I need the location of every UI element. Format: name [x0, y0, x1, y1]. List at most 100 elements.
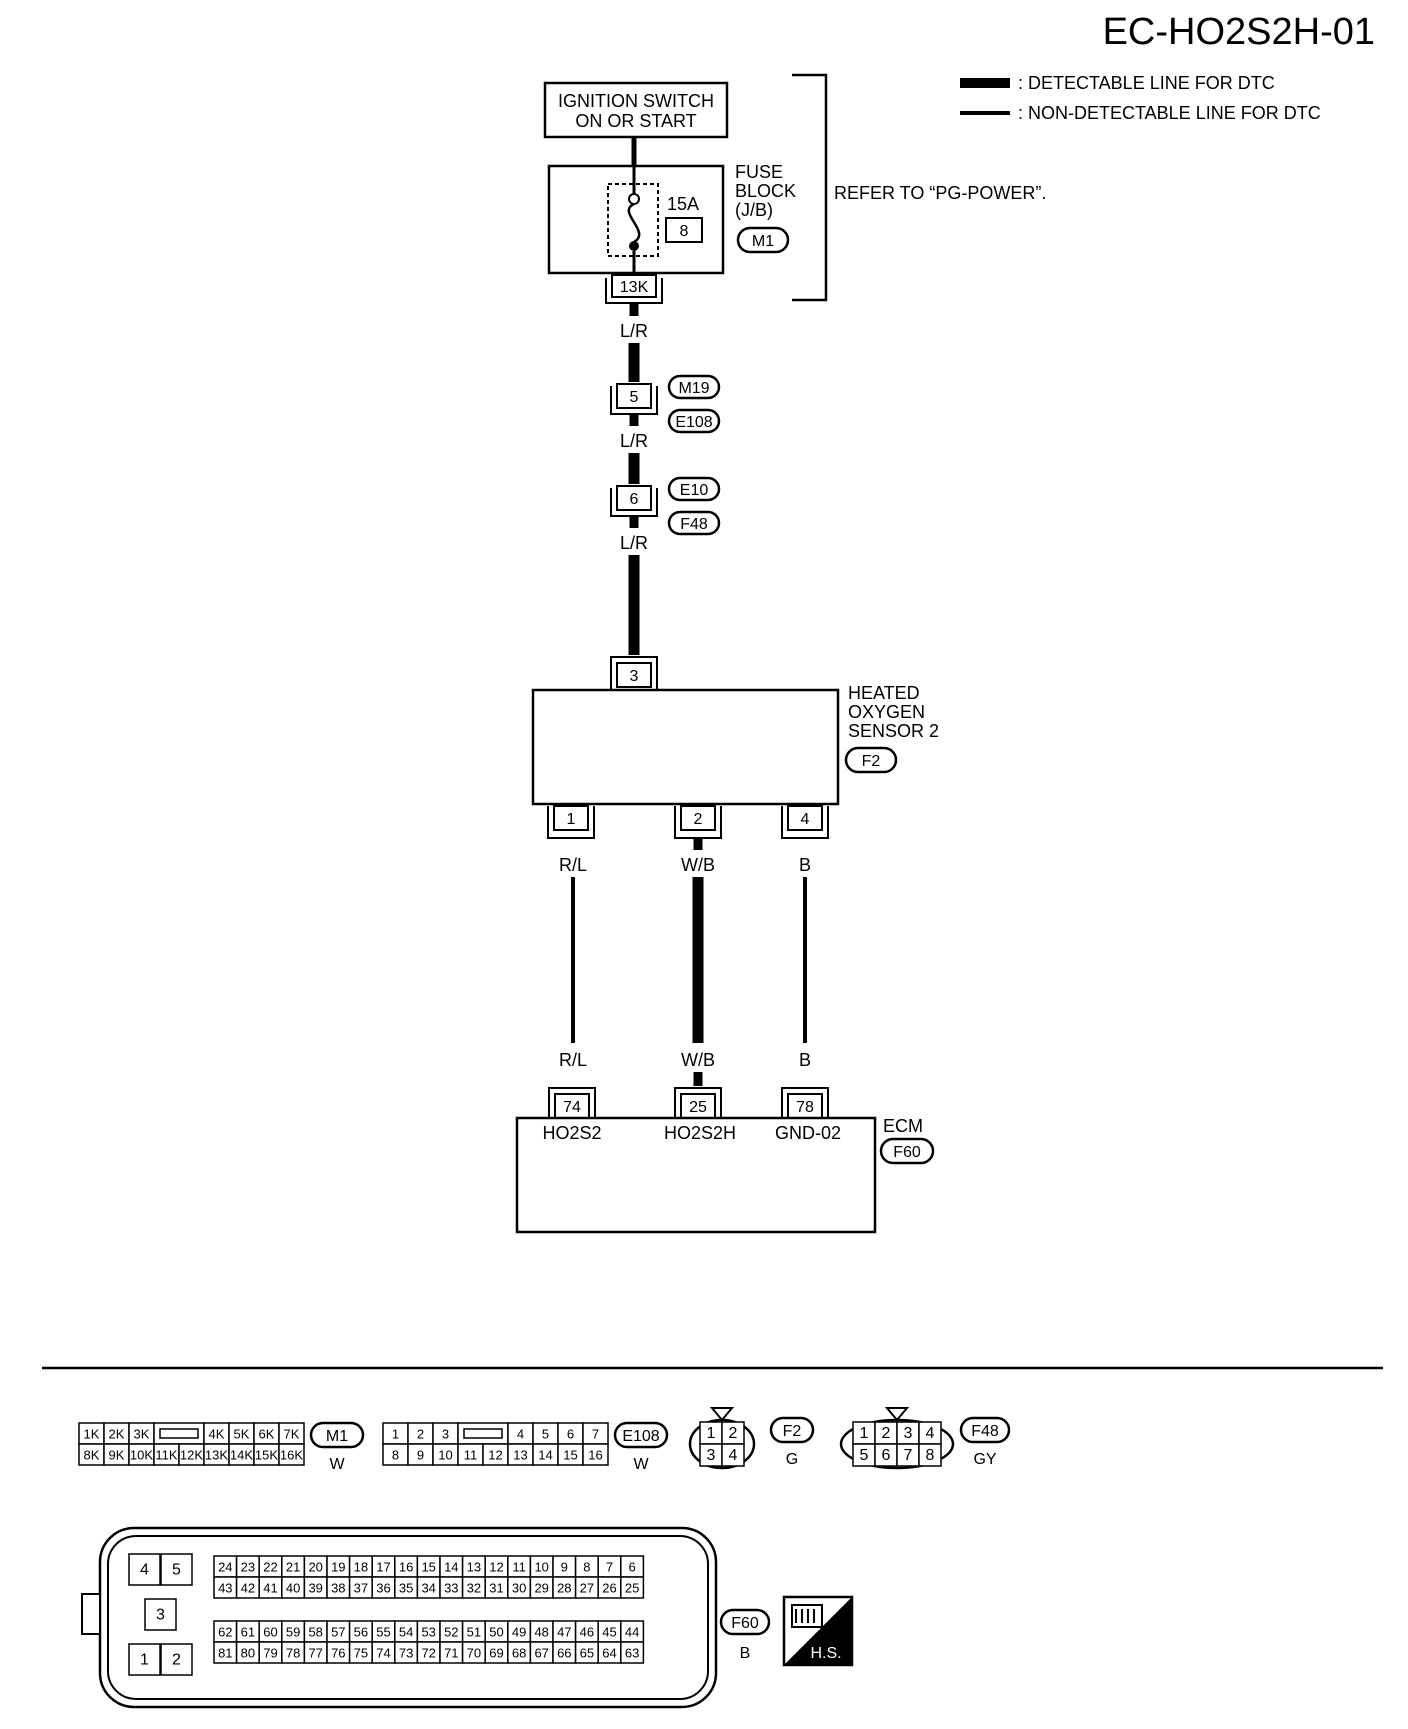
fuse-icon: [627, 202, 641, 244]
f60-pin-37: 37: [354, 1581, 368, 1596]
f60-pin-24: 24: [218, 1560, 232, 1575]
f48-connector-id: F48: [971, 1423, 999, 1440]
ecm-pin-74: 74: [563, 1099, 581, 1116]
e108-pin-7: 7: [592, 1427, 599, 1442]
document-id: EC-HO2S2H-01: [1103, 11, 1375, 53]
f60-pin-73: 73: [399, 1646, 413, 1661]
fuse-block-connector-id: M1: [752, 233, 774, 250]
f60-pin-34: 34: [421, 1581, 435, 1596]
fuse-terminal-13k-box: [611, 274, 657, 298]
joint-connector-1: 5 M19 E108: [610, 374, 721, 434]
m1-pin-8K: 8K: [84, 1448, 100, 1463]
ecm-pin-78-bracket: [781, 1087, 829, 1118]
f48-pin-8-box: [918, 1443, 942, 1467]
e108-pin-16: 16: [588, 1448, 602, 1463]
hs-connector-pins-icon: [795, 1609, 815, 1623]
e108-latch-icon: [463, 1428, 503, 1439]
f60-color: B: [740, 1645, 751, 1662]
f60-pin-7: 7: [606, 1560, 613, 1575]
m1-pin-16K-box: [278, 1443, 305, 1466]
f60-pin-69: 69: [489, 1646, 503, 1661]
f60-pin-30: 30: [512, 1581, 526, 1596]
f60-pin-21: 21: [286, 1560, 300, 1575]
f60-pin-67: 67: [534, 1646, 548, 1661]
f60-pin-74: 74: [376, 1646, 390, 1661]
refer-bracket: [792, 73, 828, 302]
wire-label-wb-top: W/B: [681, 855, 715, 875]
wire-label-b-bottom: B: [799, 1050, 811, 1070]
f60-pin-5: 5: [172, 1562, 181, 1579]
f48-pin-5: 5: [860, 1447, 869, 1464]
wire-label-lr-2: L/R: [620, 431, 648, 451]
f60-pin-79: 79: [263, 1646, 277, 1661]
m1-pin-3K: 3K: [134, 1427, 150, 1442]
f48-pin-4: 4: [926, 1425, 935, 1442]
f60-pin-28: 28: [557, 1581, 571, 1596]
e108-connector-badge: [613, 1421, 669, 1449]
legend-detectable-label: : DETECTABLE LINE FOR DTC: [1018, 73, 1275, 93]
f60-pin-20: 20: [308, 1560, 322, 1575]
e108-pin-14: 14: [538, 1448, 552, 1463]
f60-pin-48: 48: [534, 1625, 548, 1640]
e108-pin-11: 11: [464, 1448, 478, 1463]
f60-pin-56: 56: [354, 1625, 368, 1640]
fuse-terminal-13k-label: 13K: [620, 279, 649, 296]
hs-badge-label: H.S.: [810, 1645, 841, 1662]
f48-key-icon: [884, 1407, 910, 1422]
sensor-label-2: OXYGEN: [848, 702, 925, 722]
ecm-pin-74-bracket: [548, 1087, 596, 1118]
f60-pin-9: 9: [561, 1560, 568, 1575]
harness-side-badge: H.S.: [782, 1595, 854, 1667]
f60-pin-78: 78: [286, 1646, 300, 1661]
f60-pin-3: 3: [156, 1607, 165, 1624]
f60-pin-2-box: [160, 1643, 193, 1676]
f60-pin-13: 13: [467, 1560, 481, 1575]
f60-pin-44: 44: [625, 1625, 639, 1640]
m1-pin-1K: 1K: [84, 1427, 100, 1442]
m1-pin-11K: 11K: [155, 1448, 177, 1463]
f60-pin-39: 39: [308, 1581, 322, 1596]
f2-pin-1: 1: [707, 1425, 716, 1442]
ecm-connector-id: F60: [893, 1144, 921, 1161]
joint-2-lower-id: F48: [680, 516, 708, 533]
fuse-terminal-bottom: [629, 241, 639, 251]
m1-latch-icon: [159, 1428, 199, 1439]
f2-color: G: [786, 1451, 798, 1468]
joint-1-pin: 5: [630, 389, 639, 406]
f60-side-latch: [81, 1593, 101, 1635]
f60-pin-36: 36: [376, 1581, 390, 1596]
f60-pin-46: 46: [580, 1625, 594, 1640]
ecm-box: [515, 1116, 877, 1234]
f60-pin-8: 8: [583, 1560, 590, 1575]
joint-2-lower-badge: [667, 510, 721, 536]
f48-pin-3: 3: [904, 1425, 913, 1442]
e108-pin-13: 13: [513, 1448, 527, 1463]
f60-pin-70: 70: [467, 1646, 481, 1661]
m1-pin-10K: 10K: [130, 1448, 153, 1463]
f60-pin-17: 17: [376, 1560, 390, 1575]
f2-pin-3: 3: [707, 1447, 716, 1464]
legend: : DETECTABLE LINE FOR DTC : NON-DETECTAB…: [960, 73, 1321, 123]
m1-pin-14K: 14K: [230, 1448, 253, 1463]
sensor-pin-2: 2: [694, 811, 703, 828]
joint-2-pin: 6: [630, 491, 639, 508]
fuse-rating: 15A: [667, 194, 699, 214]
m1-pin-4K: 4K: [209, 1427, 225, 1442]
e108-pin-1: 1: [392, 1427, 399, 1442]
f60-pin-33: 33: [444, 1581, 458, 1596]
wire-label-rl-top: R/L: [559, 855, 587, 875]
f2-pin-4-box: [721, 1443, 745, 1467]
sensor-label-3: SENSOR 2: [848, 721, 939, 741]
m1-pin-16K: 16K: [280, 1448, 303, 1463]
e108-pin-2: 2: [417, 1427, 424, 1442]
f60-pin-6: 6: [628, 1560, 635, 1575]
f60-pin-12: 12: [489, 1560, 503, 1575]
wire-label-b-top: B: [799, 855, 811, 875]
f60-pin-47: 47: [557, 1625, 571, 1640]
f2-connector-id: F2: [783, 1423, 802, 1440]
f60-pin-45: 45: [602, 1625, 616, 1640]
f60-pin-31: 31: [489, 1581, 503, 1596]
sensor-pin-4-bracket: [781, 806, 829, 839]
